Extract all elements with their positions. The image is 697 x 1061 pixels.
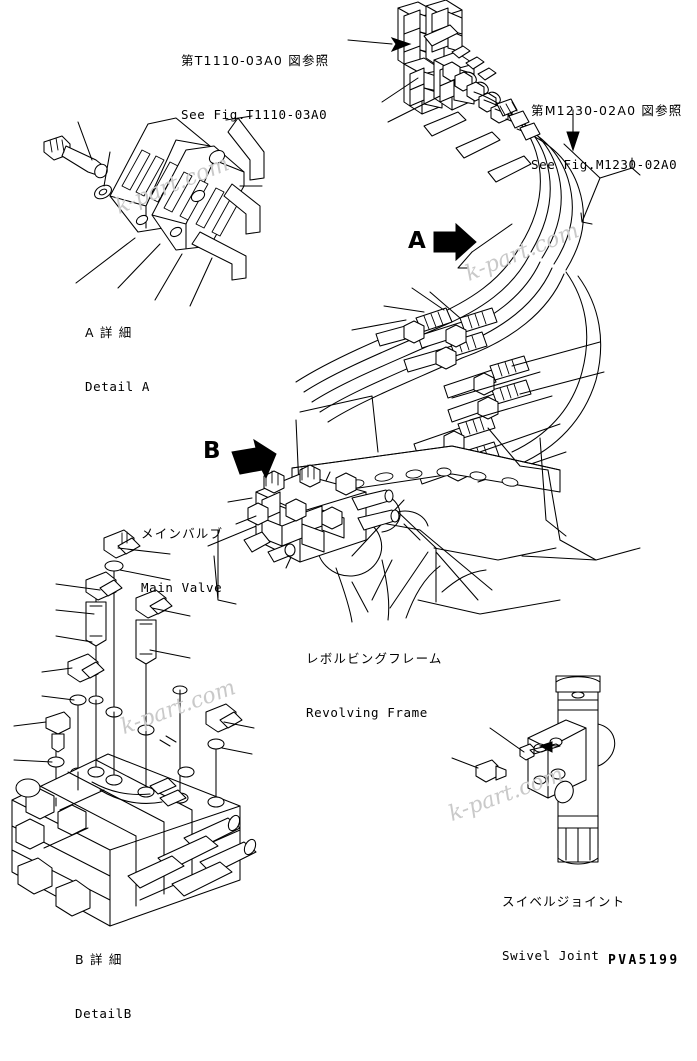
swivel-joint-drawing bbox=[451, 675, 616, 865]
ref-m1230-leaders bbox=[563, 109, 641, 225]
main-hose-assembly bbox=[207, 249, 641, 623]
reference-m1230: 第M1230-02A0 図参照 See Fig.M1230-02A0 bbox=[531, 64, 683, 212]
callout-detail-b-jp: B 詳 細 bbox=[75, 952, 123, 968]
section-arrow-b bbox=[231, 438, 277, 480]
callout-detail-a-jp: A 詳 細 bbox=[85, 325, 133, 341]
section-arrow-a bbox=[433, 222, 513, 269]
callout-revolving-frame-en: Revolving Frame bbox=[306, 705, 428, 721]
section-mark-b-letter: B bbox=[203, 438, 221, 464]
drawing-part-number: PVA5199 bbox=[608, 953, 680, 968]
callout-detail-a-en: Detail A bbox=[85, 379, 151, 395]
detail-b-drawing bbox=[11, 529, 257, 927]
callout-detail-b-en: DetailB bbox=[75, 1006, 132, 1022]
reference-m1230-en: See Fig.M1230-02A0 bbox=[531, 157, 678, 173]
callout-swivel-joint-en: Swivel Joint bbox=[502, 948, 600, 964]
callout-swivel-joint: スイベルジョイント Swivel Joint bbox=[502, 855, 625, 1003]
reference-t1110-jp: 第T1110-03A0 図参照 bbox=[181, 53, 330, 69]
parts-diagram-sheet: k-part.com k-part.com k-part.com k-part.… bbox=[11, 0, 683, 1021]
reference-t1110: 第T1110-03A0 図参照 See Fig.T1110-03A0 bbox=[181, 14, 329, 162]
reference-t1110-en: See Fig.T1110-03A0 bbox=[181, 107, 328, 123]
reference-m1230-jp: 第M1230-02A0 図参照 bbox=[531, 103, 683, 119]
callout-detail-a: A 詳 細 Detail A bbox=[85, 286, 150, 434]
top-manifold-assembly bbox=[347, 0, 584, 271]
callout-main-valve-en: Main Valve bbox=[141, 580, 223, 596]
callout-revolving-frame: レボルビングフレーム Revolving Frame bbox=[306, 612, 443, 760]
callout-detail-b: B 詳 細 DetailB bbox=[75, 913, 132, 1061]
technical-drawing bbox=[11, 0, 641, 927]
section-mark-a-letter: A bbox=[408, 228, 426, 254]
callout-revolving-frame-jp: レボルビングフレーム bbox=[306, 651, 443, 667]
callout-main-valve-jp: メインバルブ bbox=[141, 526, 224, 542]
detail-a-drawing bbox=[43, 115, 265, 307]
callout-swivel-joint-jp: スイベルジョイント bbox=[502, 894, 626, 910]
callout-main-valve: メインバルブ Main Valve bbox=[141, 487, 223, 635]
